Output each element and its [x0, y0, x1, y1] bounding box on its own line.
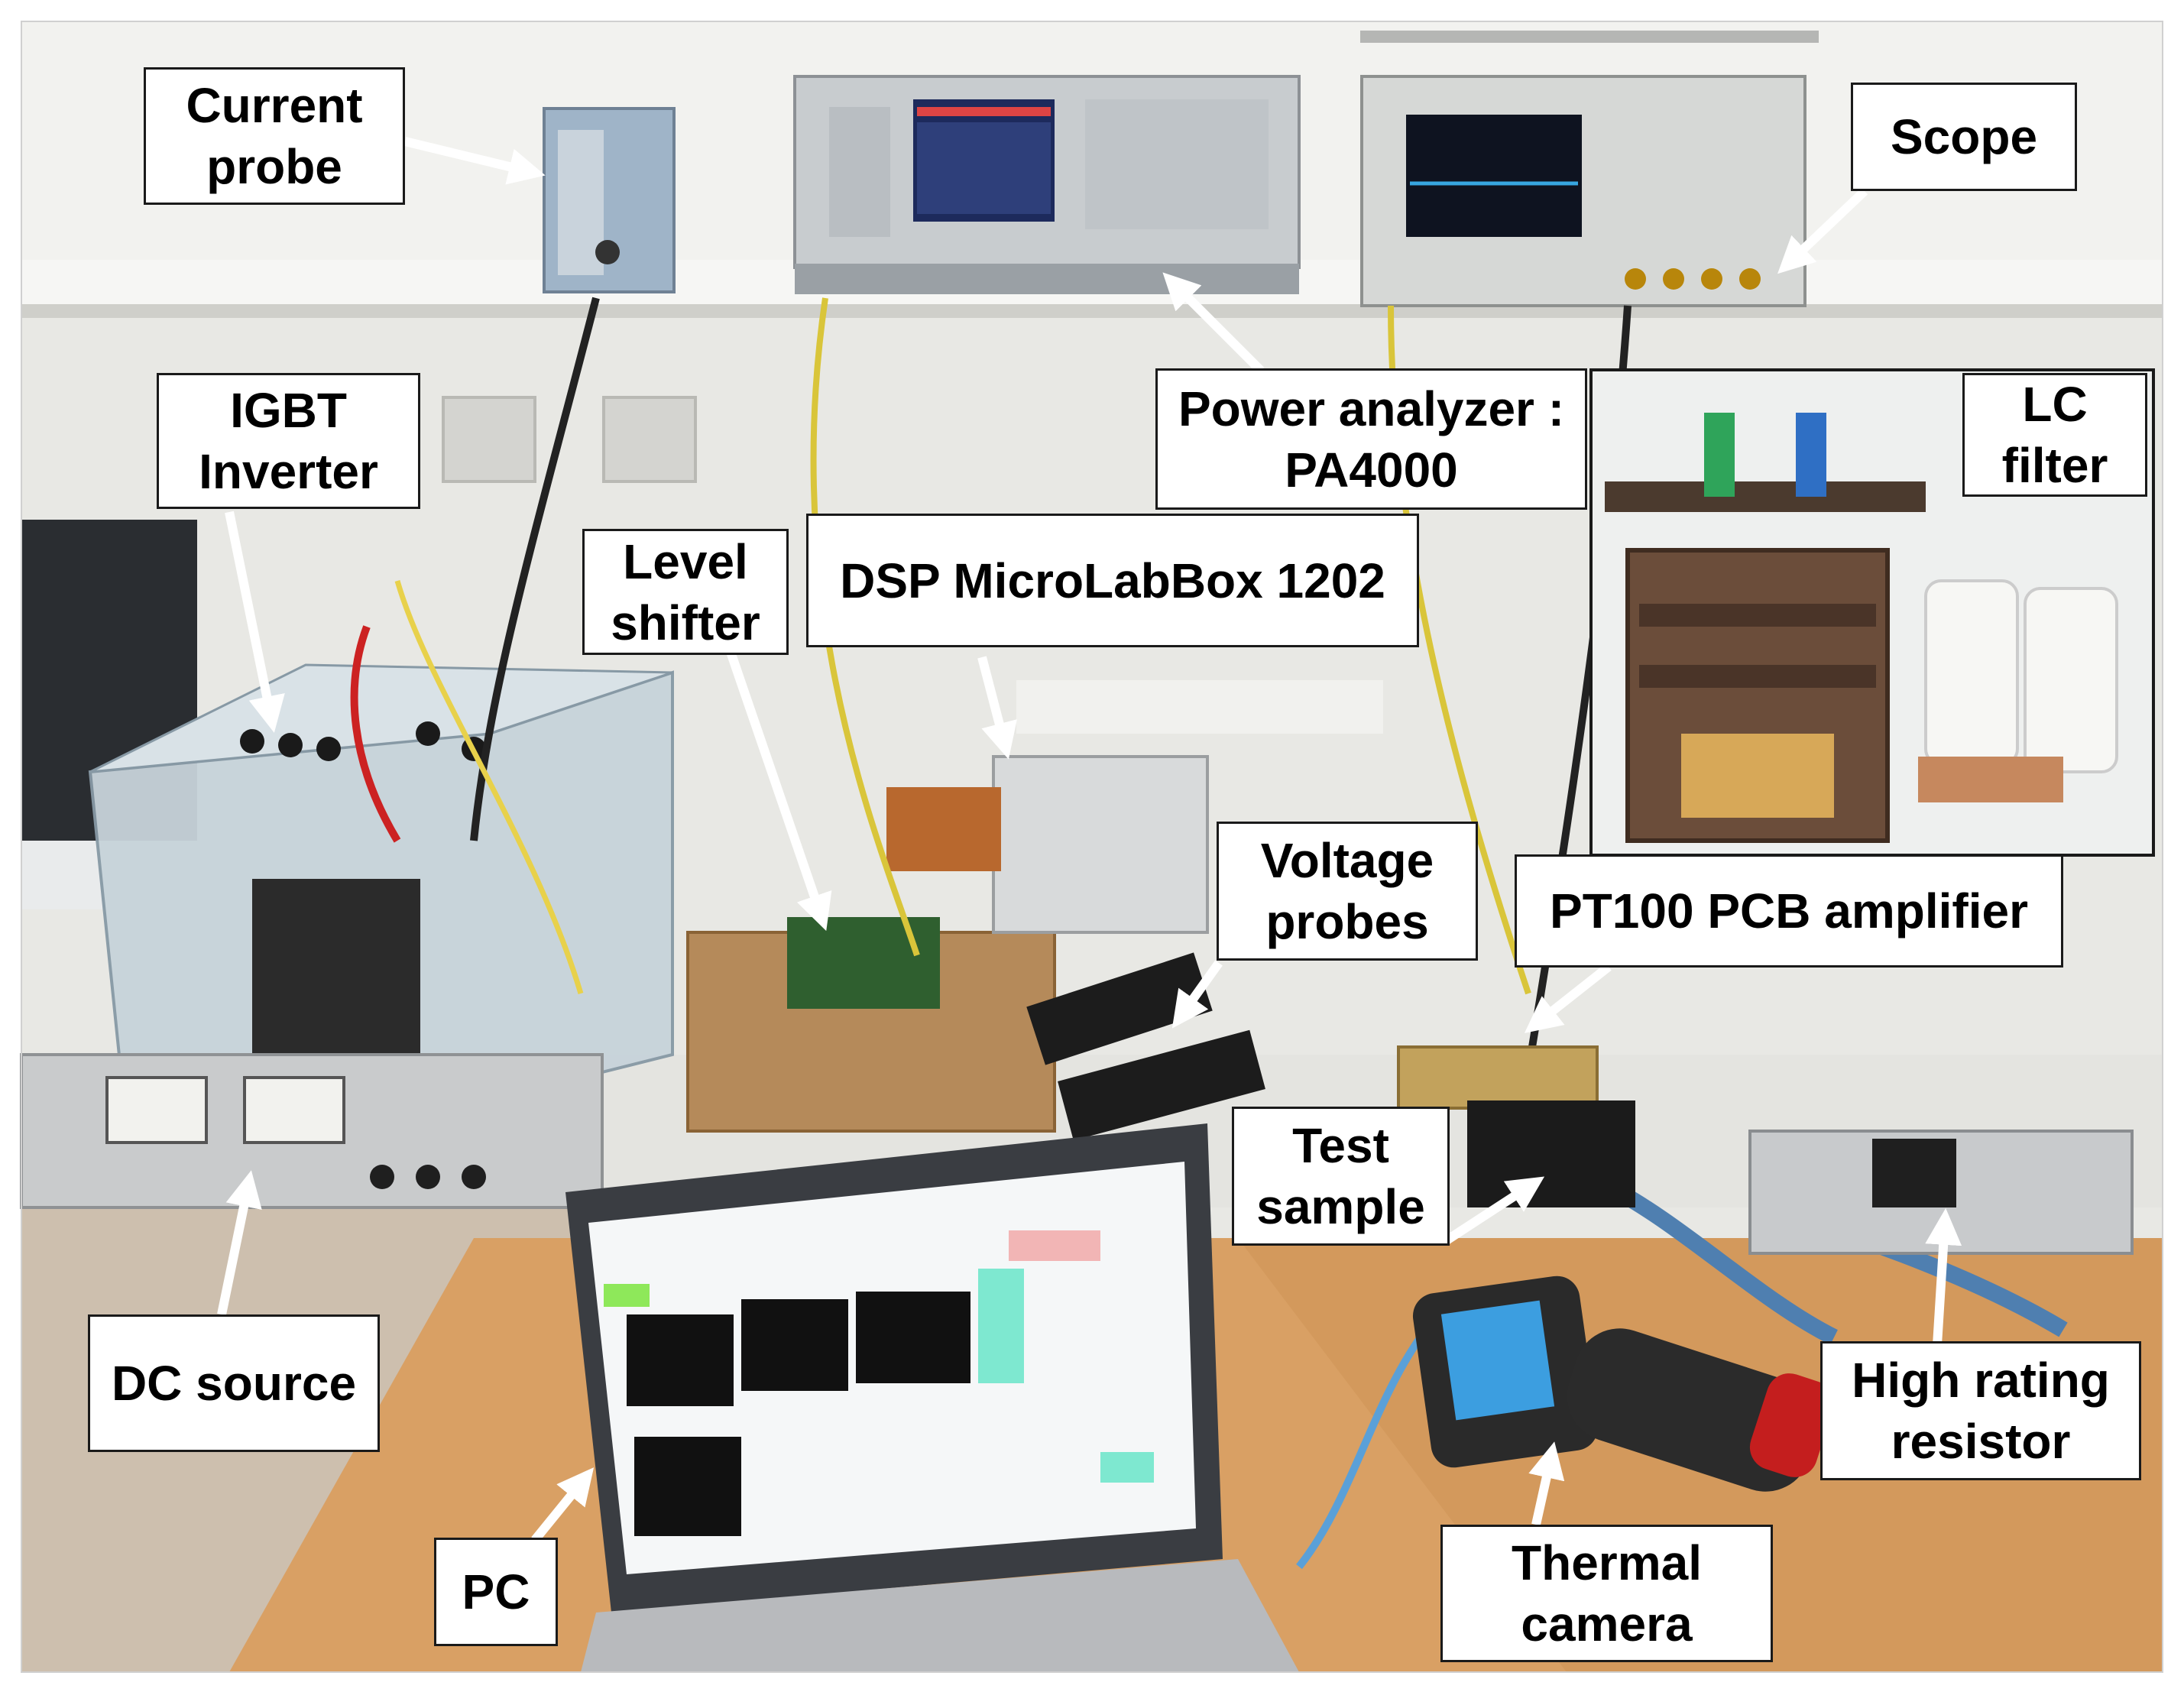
- label-line: Scope: [1890, 109, 2038, 164]
- label-line: resistor: [1891, 1414, 2071, 1469]
- label-line: PC: [462, 1564, 530, 1619]
- label-dc-source: DC source: [88, 1314, 380, 1452]
- label-line: shifter: [611, 595, 760, 650]
- label-line: DSP MicroLabBox 1202: [840, 553, 1385, 608]
- label-line: filter: [2001, 438, 2108, 493]
- label-high-rating-resistor: High rating resistor: [1820, 1341, 2141, 1480]
- wall-socket: [602, 396, 697, 483]
- label-igbt-inverter: IGBT Inverter: [157, 373, 420, 509]
- label-line: DC source: [111, 1356, 357, 1411]
- dsp-device: [992, 755, 1209, 934]
- label-voltage-probes: Voltage probes: [1217, 822, 1478, 961]
- label-line: Inverter: [199, 444, 378, 499]
- level-shifter-board: [787, 917, 940, 1009]
- label-line: camera: [1521, 1596, 1693, 1651]
- lc-capacitor: [1924, 579, 2019, 766]
- label-thermal-camera: Thermal camera: [1440, 1525, 1773, 1662]
- wall-socket: [442, 396, 536, 483]
- label-line: sample: [1256, 1179, 1425, 1234]
- label-pt100: PT100 PCB amplifier: [1515, 854, 2063, 968]
- label-line: High rating: [1852, 1353, 2110, 1408]
- label-level-shifter: Level shifter: [582, 529, 789, 655]
- label-line: PA4000: [1285, 442, 1458, 498]
- label-dsp: DSP MicroLabBox 1202: [806, 514, 1419, 647]
- pt100-board: [1397, 1045, 1599, 1110]
- label-line: Test: [1292, 1118, 1389, 1173]
- voltage-probe: [1058, 1029, 1265, 1141]
- test-sample-device: [1467, 1100, 1635, 1207]
- label-line: Voltage: [1260, 833, 1434, 888]
- label-line: Power analyzer :: [1178, 381, 1565, 436]
- label-line: IGBT: [230, 383, 347, 438]
- voltage-probe: [1026, 952, 1213, 1065]
- label-line: Level: [623, 533, 748, 589]
- lc-capacitor: [2024, 587, 2118, 773]
- label-lc-filter: LC filter: [1962, 373, 2147, 497]
- label-line: LC: [2022, 377, 2088, 432]
- label-line: probe: [206, 139, 342, 194]
- label-test-sample: Test sample: [1232, 1107, 1450, 1246]
- label-line: PT100 PCB amplifier: [1550, 883, 2028, 938]
- label-line: Thermal: [1512, 1535, 1702, 1590]
- label-current-probe: Current probe: [144, 67, 405, 205]
- label-scope: Scope: [1851, 83, 2077, 191]
- label-line: probes: [1265, 894, 1429, 949]
- label-line: Current: [186, 78, 363, 133]
- label-pc: PC: [434, 1538, 558, 1646]
- label-power-analyzer: Power analyzer : PA4000: [1155, 368, 1587, 510]
